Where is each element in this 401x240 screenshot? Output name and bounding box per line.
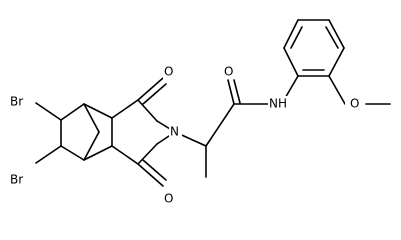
bond [60,103,85,121]
atom-label: O [350,97,359,111]
nitrogen-atom-imide: N [169,124,182,140]
bond [233,79,241,104]
bond [137,163,164,187]
oxygen-atom-methoxy: O [345,96,365,112]
bond [142,159,167,181]
bond [83,131,100,161]
bond [137,143,158,165]
bond [227,79,235,105]
oxygen-atom-imide-top: O [163,63,176,79]
nh-group-amide: NH [268,96,290,112]
bond [111,99,139,119]
atom-label: O [164,65,173,79]
atom-label: O [224,65,233,79]
bond [111,145,139,165]
atom-label: O [164,192,173,206]
bond [205,103,235,147]
atom-label: NH [269,97,287,111]
bond [283,19,299,49]
bromine-atom-bottom: Br [9,172,29,188]
bond [137,77,164,101]
bond [328,47,345,77]
bond [35,145,62,164]
bond [142,83,167,105]
bond [83,103,113,119]
atom-label: Br [10,95,23,109]
oxygen-atom-amide: O [223,63,236,79]
atom-label: Br [10,173,23,187]
bond [35,102,62,121]
bond [328,19,345,49]
bromine-atom-top: Br [9,94,29,110]
bond [137,99,158,122]
atom-label-layer: Br Br O O N O NH O [9,63,365,206]
atom-label: N [170,125,179,139]
chemical-structure-diagram: Br Br O O N O NH O [9,19,391,206]
bond [328,75,346,105]
bond [283,47,299,77]
bond-layer [35,19,391,187]
bond [60,145,85,161]
bond [325,26,339,49]
oxygen-atom-imide-bottom: O [163,190,176,206]
bond [290,26,303,49]
bond [83,103,100,133]
bond [83,145,113,161]
